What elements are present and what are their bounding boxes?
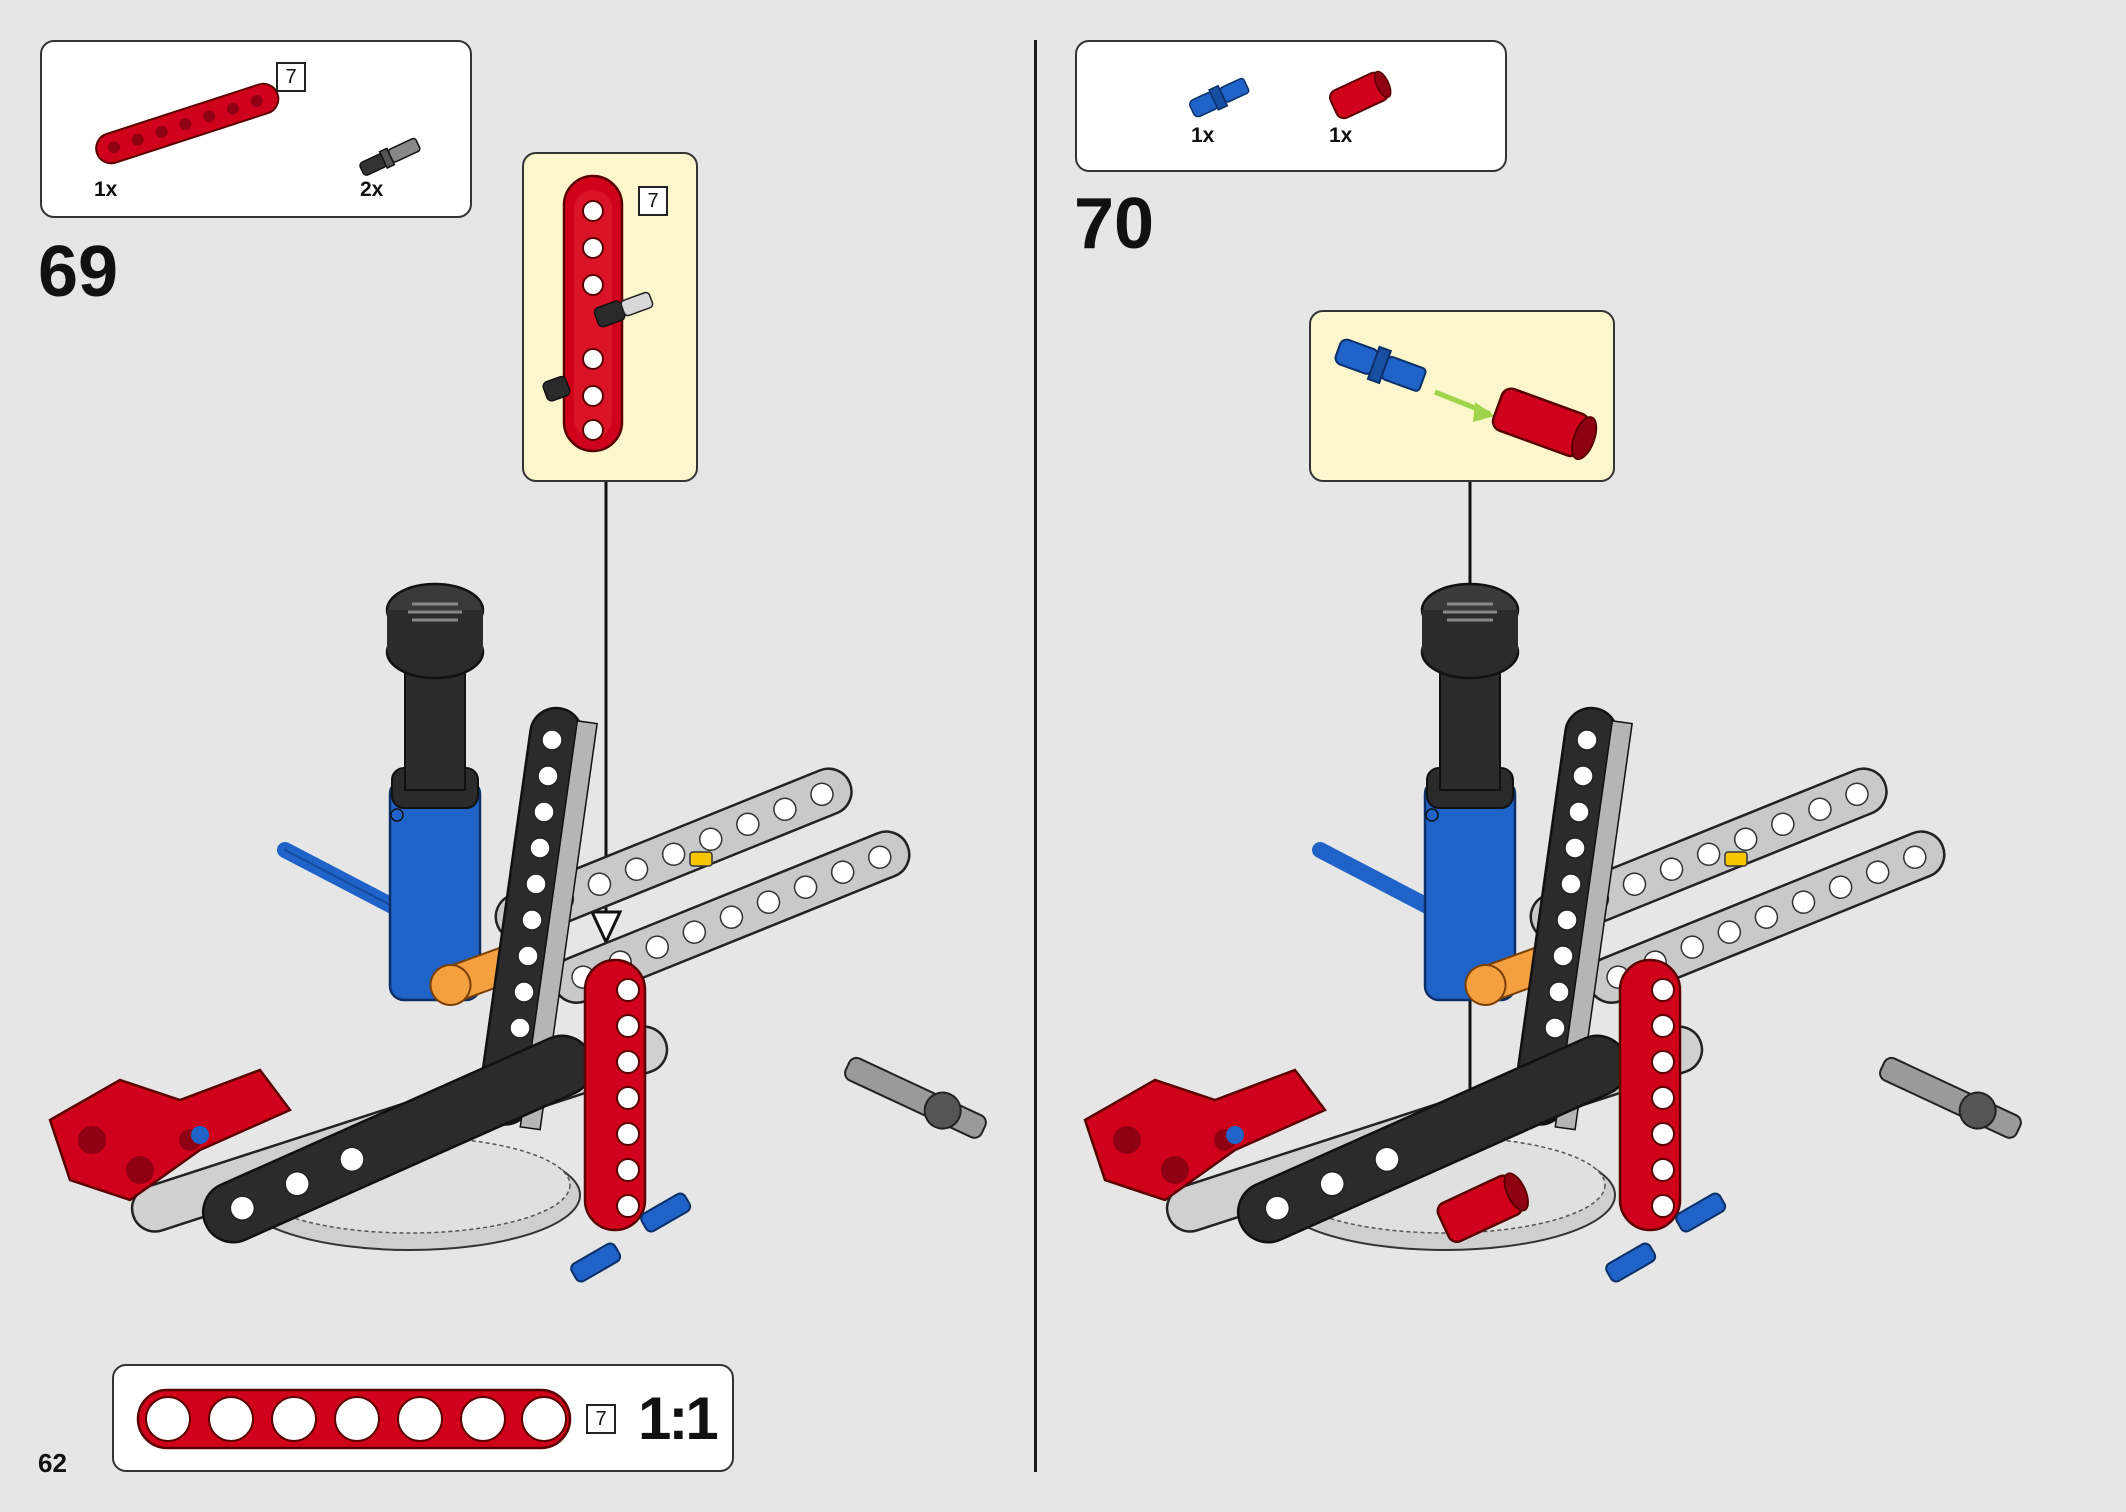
qty-red-beam: 1x (94, 178, 118, 201)
page-number: 62 (38, 1448, 67, 1478)
step-number-70: 70 (1074, 184, 1155, 264)
new-red-beam-highlight (583, 958, 647, 1232)
step-number-69: 69 (38, 232, 119, 312)
model-illustration-step-70 (1083, 582, 2022, 1283)
callout-length-tag: 7 (638, 186, 668, 216)
page-divider (1034, 40, 1037, 1472)
callout-step-69: 7 (522, 152, 698, 482)
length-tag: 7 (276, 62, 306, 92)
parts-list-step-69: 7 1x 2x (40, 40, 472, 218)
sub-assembly-beam-with-pins (542, 174, 654, 453)
qty-red-connector: 1x (1329, 124, 1353, 147)
red-axle-connector-part (1329, 70, 1392, 120)
red-beam-7-part (95, 82, 280, 165)
qty-black-pin: 2x (360, 178, 384, 201)
new-red-connector (1436, 1172, 1529, 1244)
insert-arrow-step-69 (589, 482, 623, 946)
blue-axle-pin-part (1188, 77, 1250, 118)
parts-list-step-70: 1x 1x (1075, 40, 1507, 172)
scale-beam-7 (136, 1388, 572, 1450)
callout-step-70 (1309, 310, 1615, 482)
sub-assembly-pin-into-connector (1334, 338, 1598, 461)
model-illustration-step-69 (48, 582, 987, 1283)
black-axle-pin-part (359, 137, 421, 176)
qty-blue-pin: 1x (1191, 124, 1215, 147)
scale-label: 1:1 (638, 1385, 719, 1452)
scale-length-tag: 7 (586, 1404, 616, 1434)
scale-guide: 7 1:1 (112, 1364, 734, 1472)
